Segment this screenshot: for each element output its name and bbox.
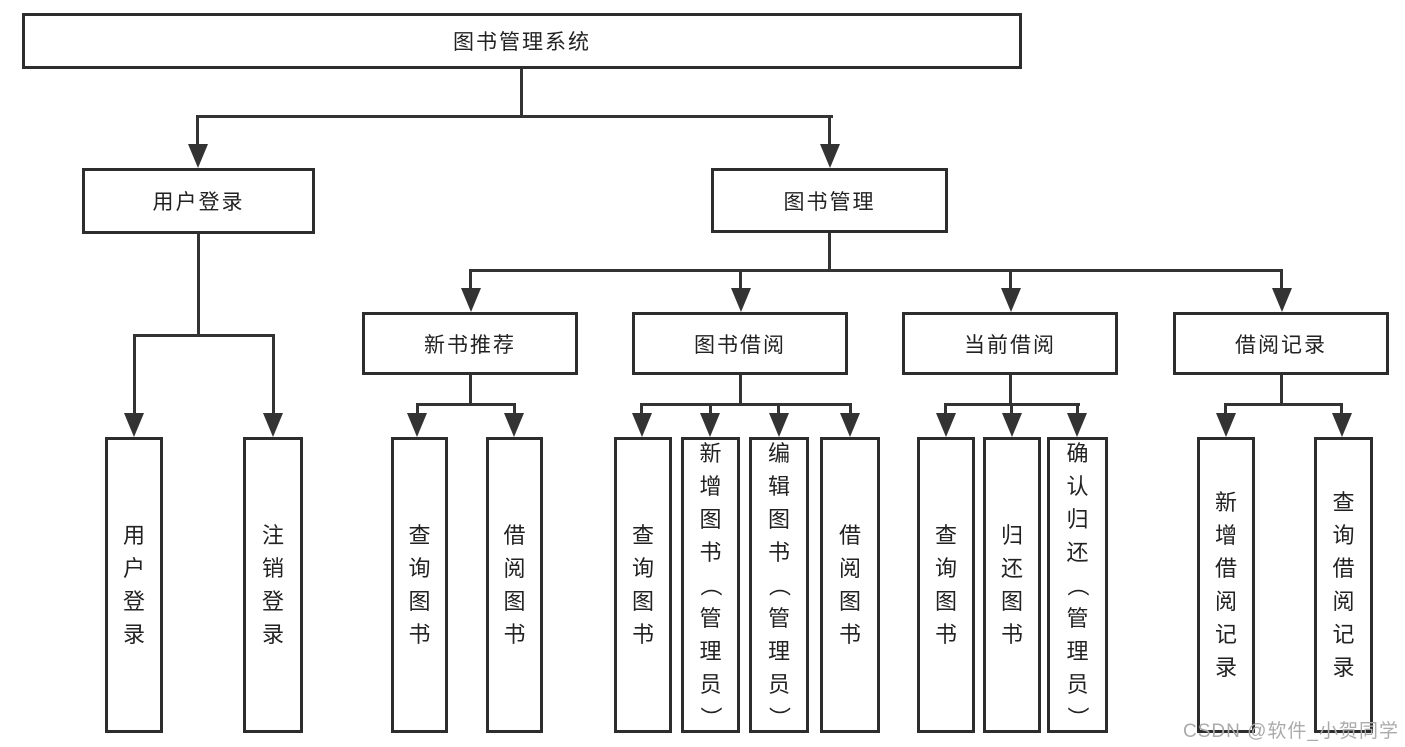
connector-l3-down	[1009, 375, 1012, 406]
connector-stem-leaf	[133, 334, 136, 414]
node-leaf-confirm-return-admin: 确认归还（管理员）	[1047, 437, 1108, 733]
arrow-down-icon	[504, 413, 524, 437]
node-current-borrowing: 当前借阅	[902, 312, 1118, 375]
connector-sub-horizontal	[1224, 403, 1343, 406]
connector-user-login-horizontal	[133, 334, 275, 337]
node-leaf-user-login: 用户登录	[105, 437, 163, 733]
connector-stem-leaf	[640, 403, 643, 415]
connector-l3-down	[469, 375, 472, 406]
connector-user-login-stem	[197, 234, 200, 335]
arrow-down-icon	[820, 144, 840, 168]
connector-stem-leaf	[1010, 403, 1013, 415]
node-leaf-borrow-books-2: 借阅图书	[820, 437, 880, 733]
arrow-down-icon	[700, 413, 720, 437]
arrow-down-icon	[188, 144, 208, 168]
arrow-down-icon	[840, 413, 860, 437]
arrow-down-icon	[1067, 413, 1087, 437]
connector-stem-leaf	[1340, 403, 1343, 415]
arrow-down-icon	[769, 413, 789, 437]
connector-sub-horizontal	[640, 403, 852, 406]
arrow-down-icon	[1002, 413, 1022, 437]
arrow-down-icon	[1001, 288, 1021, 312]
connector-stem-level3	[739, 269, 742, 292]
node-book-borrowing: 图书借阅	[632, 312, 848, 375]
connector-stem-leaf	[944, 403, 947, 415]
node-library-system: 图书管理系统	[22, 13, 1022, 69]
arrow-down-icon	[1272, 288, 1292, 312]
csdn-watermark: CSDN @软件_小贺同学	[1183, 721, 1399, 742]
connector-stem-leaf	[1224, 403, 1227, 415]
connector-stem-level3	[1009, 269, 1012, 292]
connector-l3-down	[739, 375, 742, 406]
node-leaf-edit-books-admin: 编辑图书（管理员）	[749, 437, 809, 733]
node-user-login: 用户登录	[82, 168, 315, 234]
node-book-management: 图书管理	[711, 168, 948, 233]
arrow-down-icon	[936, 413, 956, 437]
connector-stem-level3	[469, 269, 472, 292]
arrow-down-icon	[632, 413, 652, 437]
arrow-down-icon	[263, 413, 283, 437]
node-leaf-add-books-admin: 新增图书（管理员）	[681, 437, 740, 733]
arrow-down-icon	[124, 413, 144, 437]
connector-stem-leaf	[709, 403, 712, 415]
node-leaf-borrow-books-1: 借阅图书	[486, 437, 543, 733]
arrow-down-icon	[461, 288, 481, 312]
connector-stem-leaf	[513, 403, 516, 415]
connector-stem-leaf	[1076, 403, 1079, 415]
node-leaf-query-borrow-record: 查询借阅记录	[1314, 437, 1373, 733]
connector-level3-horizontal	[469, 269, 1283, 272]
node-leaf-query-books-1: 查询图书	[391, 437, 448, 733]
node-leaf-query-books-3: 查询图书	[917, 437, 975, 733]
connector-stem-leaf	[777, 403, 780, 415]
node-leaf-logout: 注销登录	[243, 437, 303, 733]
node-borrowing-records: 借阅记录	[1173, 312, 1389, 375]
node-new-book-recommendation: 新书推荐	[362, 312, 578, 375]
node-leaf-query-books-2: 查询图书	[614, 437, 672, 733]
arrow-down-icon	[407, 413, 427, 437]
connector-stem-leaf	[849, 403, 852, 415]
connector-sub-horizontal	[416, 403, 516, 406]
arrow-down-icon	[731, 288, 751, 312]
arrow-down-icon	[1216, 413, 1236, 437]
connector-stem-level3	[1280, 269, 1283, 292]
connector-level1-horizontal	[196, 115, 833, 118]
connector-book-management-stem	[828, 233, 831, 272]
connector-stem-leaf	[272, 334, 275, 414]
connector-stem-user-login	[196, 115, 199, 148]
connector-stem-book-management	[828, 115, 831, 148]
node-leaf-add-borrow-record: 新增借阅记录	[1197, 437, 1255, 733]
node-leaf-return-books: 归还图书	[983, 437, 1041, 733]
connector-stem-leaf	[416, 403, 419, 415]
connector-root-stem	[520, 69, 523, 118]
connector-l3-down	[1280, 375, 1283, 406]
arrow-down-icon	[1332, 413, 1352, 437]
